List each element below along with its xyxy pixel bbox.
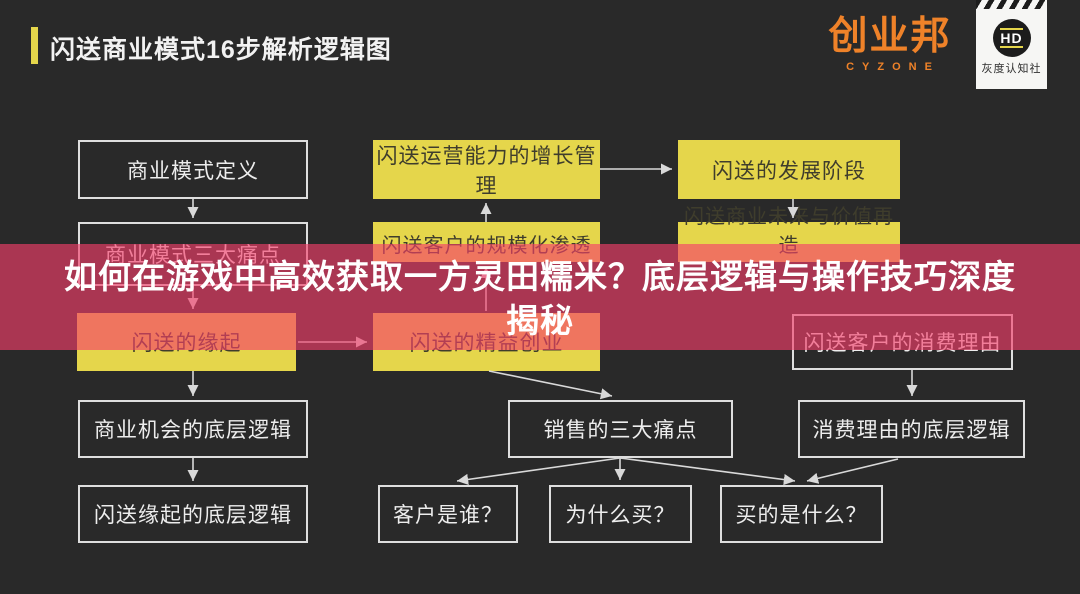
- flow-box-label: 商业机会的底层逻辑: [94, 419, 292, 442]
- flow-box-biz-opportunity-logic: 商业机会的底层逻辑: [78, 400, 308, 458]
- huidu-monogram: HD: [1000, 28, 1023, 48]
- huidu-zigzag-pattern: [976, 0, 1047, 9]
- flow-box-label: 客户是谁？: [393, 504, 503, 527]
- flow-box-sales-three-pains: 销售的三大痛点: [508, 400, 733, 458]
- page-title: 闪送商业模式16步解析逻辑图: [50, 36, 392, 64]
- flow-box-who-is-customer: 客户是谁？: [378, 485, 518, 543]
- flow-box-why-buy: 为什么买？: [549, 485, 692, 543]
- flow-box-label: 商业模式定义: [127, 159, 259, 183]
- cyzone-logo: 创业邦 CYZONE: [820, 15, 960, 74]
- headline-line-2: 揭秘: [506, 302, 574, 339]
- huidu-circle-icon: HD: [992, 19, 1031, 57]
- flow-box-development-stages: 闪送的发展阶段: [678, 140, 900, 199]
- flow-box-consume-reason-logic: 消费理由的底层逻辑: [798, 400, 1025, 458]
- flow-box-what-is-bought: 买的是什么？: [720, 485, 883, 543]
- flow-box-label: 闪送运营能力的增长管理: [376, 144, 597, 198]
- flow-box-origin-underlying-logic: 闪送缘起的底层逻辑: [78, 485, 308, 543]
- flow-box-label: 买的是什么？: [735, 504, 868, 527]
- flow-box-ops-growth-management: 闪送运营能力的增长管理: [373, 140, 600, 199]
- huidu-logo-label: 灰度认知社: [981, 63, 1042, 75]
- flow-box-label: 闪送缘起的底层逻辑: [94, 504, 292, 527]
- flow-box-biz-model-definition: 商业模式定义: [78, 140, 308, 199]
- flow-box-label: 销售的三大痛点: [543, 419, 698, 442]
- huidu-logo-card: HD 灰度认知社: [976, 0, 1047, 89]
- cyzone-logo-en: CYZONE: [846, 61, 940, 73]
- title-accent-bar: [31, 27, 38, 64]
- flow-box-label: 为什么买？: [565, 504, 676, 527]
- flow-box-label: 消费理由的底层逻辑: [812, 419, 1011, 442]
- flow-box-label: 闪送的发展阶段: [712, 159, 866, 183]
- headline-banner: 如何在游戏中高效获取一方灵田糯米？底层逻辑与操作技巧深度 揭秘: [0, 244, 1080, 350]
- headline-line-1: 如何在游戏中高效获取一方灵田糯米？底层逻辑与操作技巧深度: [64, 258, 1016, 295]
- cyzone-logo-cn: 创业邦: [828, 15, 952, 58]
